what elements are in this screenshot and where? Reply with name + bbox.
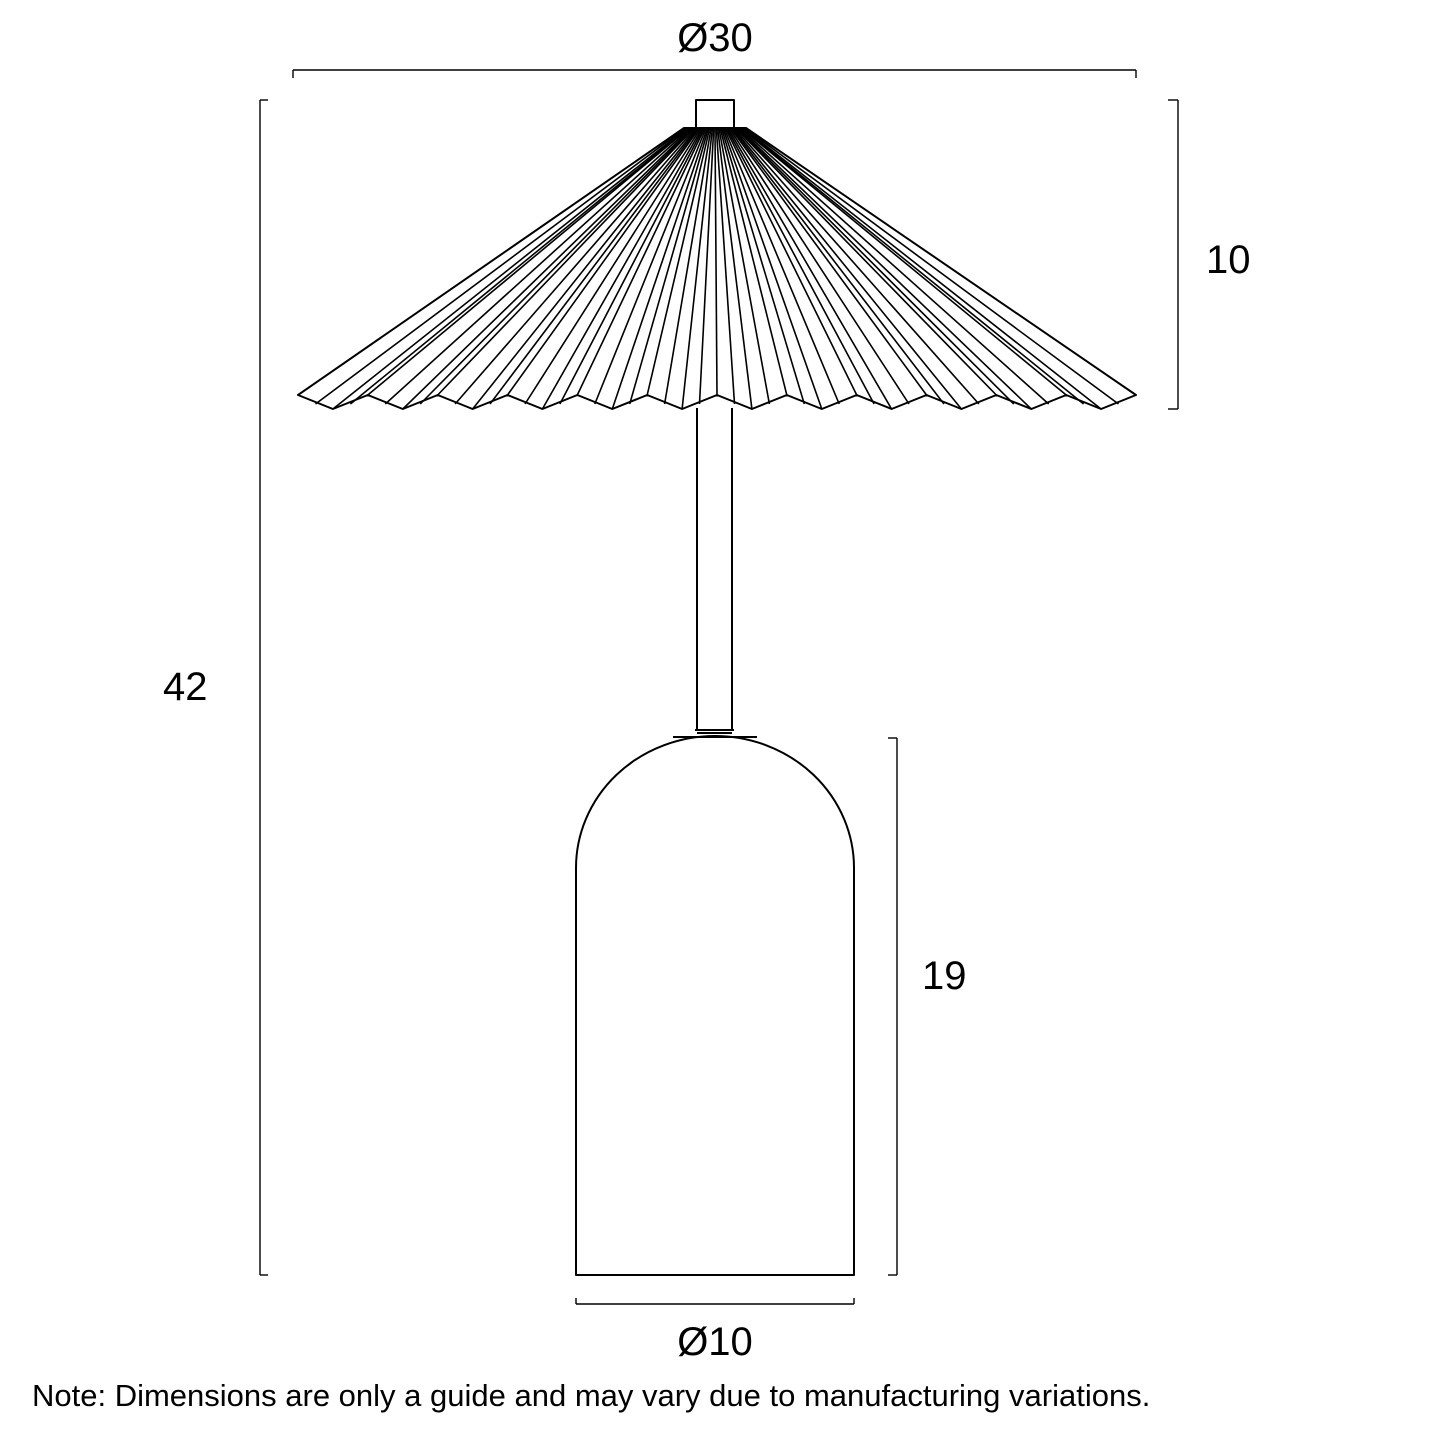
shade-diameter-dimension	[292, 69, 1137, 78]
shade-pleat	[722, 127, 823, 410]
shade-pleat	[628, 127, 710, 405]
shade-pleat	[384, 127, 692, 405]
shade-pleat	[715, 127, 736, 405]
base-diameter-dimension	[575, 1298, 855, 1305]
shade-pleat	[732, 127, 963, 410]
shade-pleat	[737, 127, 1032, 410]
base-height-dimension	[888, 737, 898, 1276]
base-diameter-label: Ø10	[677, 1320, 753, 1364]
shade-height-label: 10	[1206, 238, 1251, 282]
shade-pleat	[742, 127, 1102, 410]
shade-pleat	[663, 127, 712, 405]
shade-pleat	[315, 127, 686, 405]
shade-pleat	[719, 127, 788, 396]
shade-pleat	[716, 127, 753, 410]
shade-pleat	[471, 127, 698, 410]
pleated-shade	[297, 127, 1137, 410]
shade-pleat	[714, 127, 718, 396]
shade-pleat	[718, 127, 771, 405]
shade-pleat	[349, 127, 689, 405]
shade-pleat	[419, 127, 694, 405]
shade-pleat	[728, 127, 910, 405]
shade-pleat	[724, 127, 858, 396]
shade-pleat	[454, 127, 697, 405]
shade-pleat	[524, 127, 702, 405]
shade-height-dimension	[1168, 99, 1179, 410]
shade-pleat	[332, 127, 688, 410]
base-height-label: 19	[922, 954, 967, 998]
overall-height-label: 42	[163, 665, 208, 709]
shade-pleat	[489, 127, 699, 405]
disclaimer-note: Note: Dimensions are only a guide and ma…	[32, 1378, 1151, 1413]
shade-pleat	[646, 127, 711, 396]
shade-pleat	[736, 127, 1015, 405]
shade-pleat	[733, 127, 980, 405]
shade-pleat	[681, 127, 714, 410]
finial-cap	[695, 99, 735, 129]
shade-pleat	[738, 127, 1050, 405]
overall-height-dimension	[259, 99, 268, 1276]
shade-diameter-label: Ø30	[677, 16, 753, 60]
shade-pleat	[727, 127, 893, 410]
shade-pleat	[402, 127, 693, 410]
shade-pleat	[741, 127, 1085, 405]
shade-pleat	[729, 127, 928, 396]
shade-pleat	[594, 127, 707, 405]
shade-pleat	[698, 127, 715, 405]
shade-pleat	[541, 127, 703, 410]
shade-pleat	[437, 127, 695, 396]
shade-pleat	[611, 127, 709, 410]
shade-pleat	[744, 127, 1119, 405]
shade-pleat	[559, 127, 705, 405]
lamp-stem	[695, 408, 734, 731]
shade-pleat	[576, 127, 706, 396]
shade-pleat	[735, 127, 997, 396]
shade-pleat	[720, 127, 806, 405]
shade-pleat	[740, 127, 1067, 396]
shade-pleat	[506, 127, 701, 396]
shade-pleat	[723, 127, 840, 405]
shade-pleat	[367, 127, 690, 396]
shade-pleat	[725, 127, 875, 405]
lamp-base	[575, 732, 855, 1276]
shade-pleat	[731, 127, 945, 405]
